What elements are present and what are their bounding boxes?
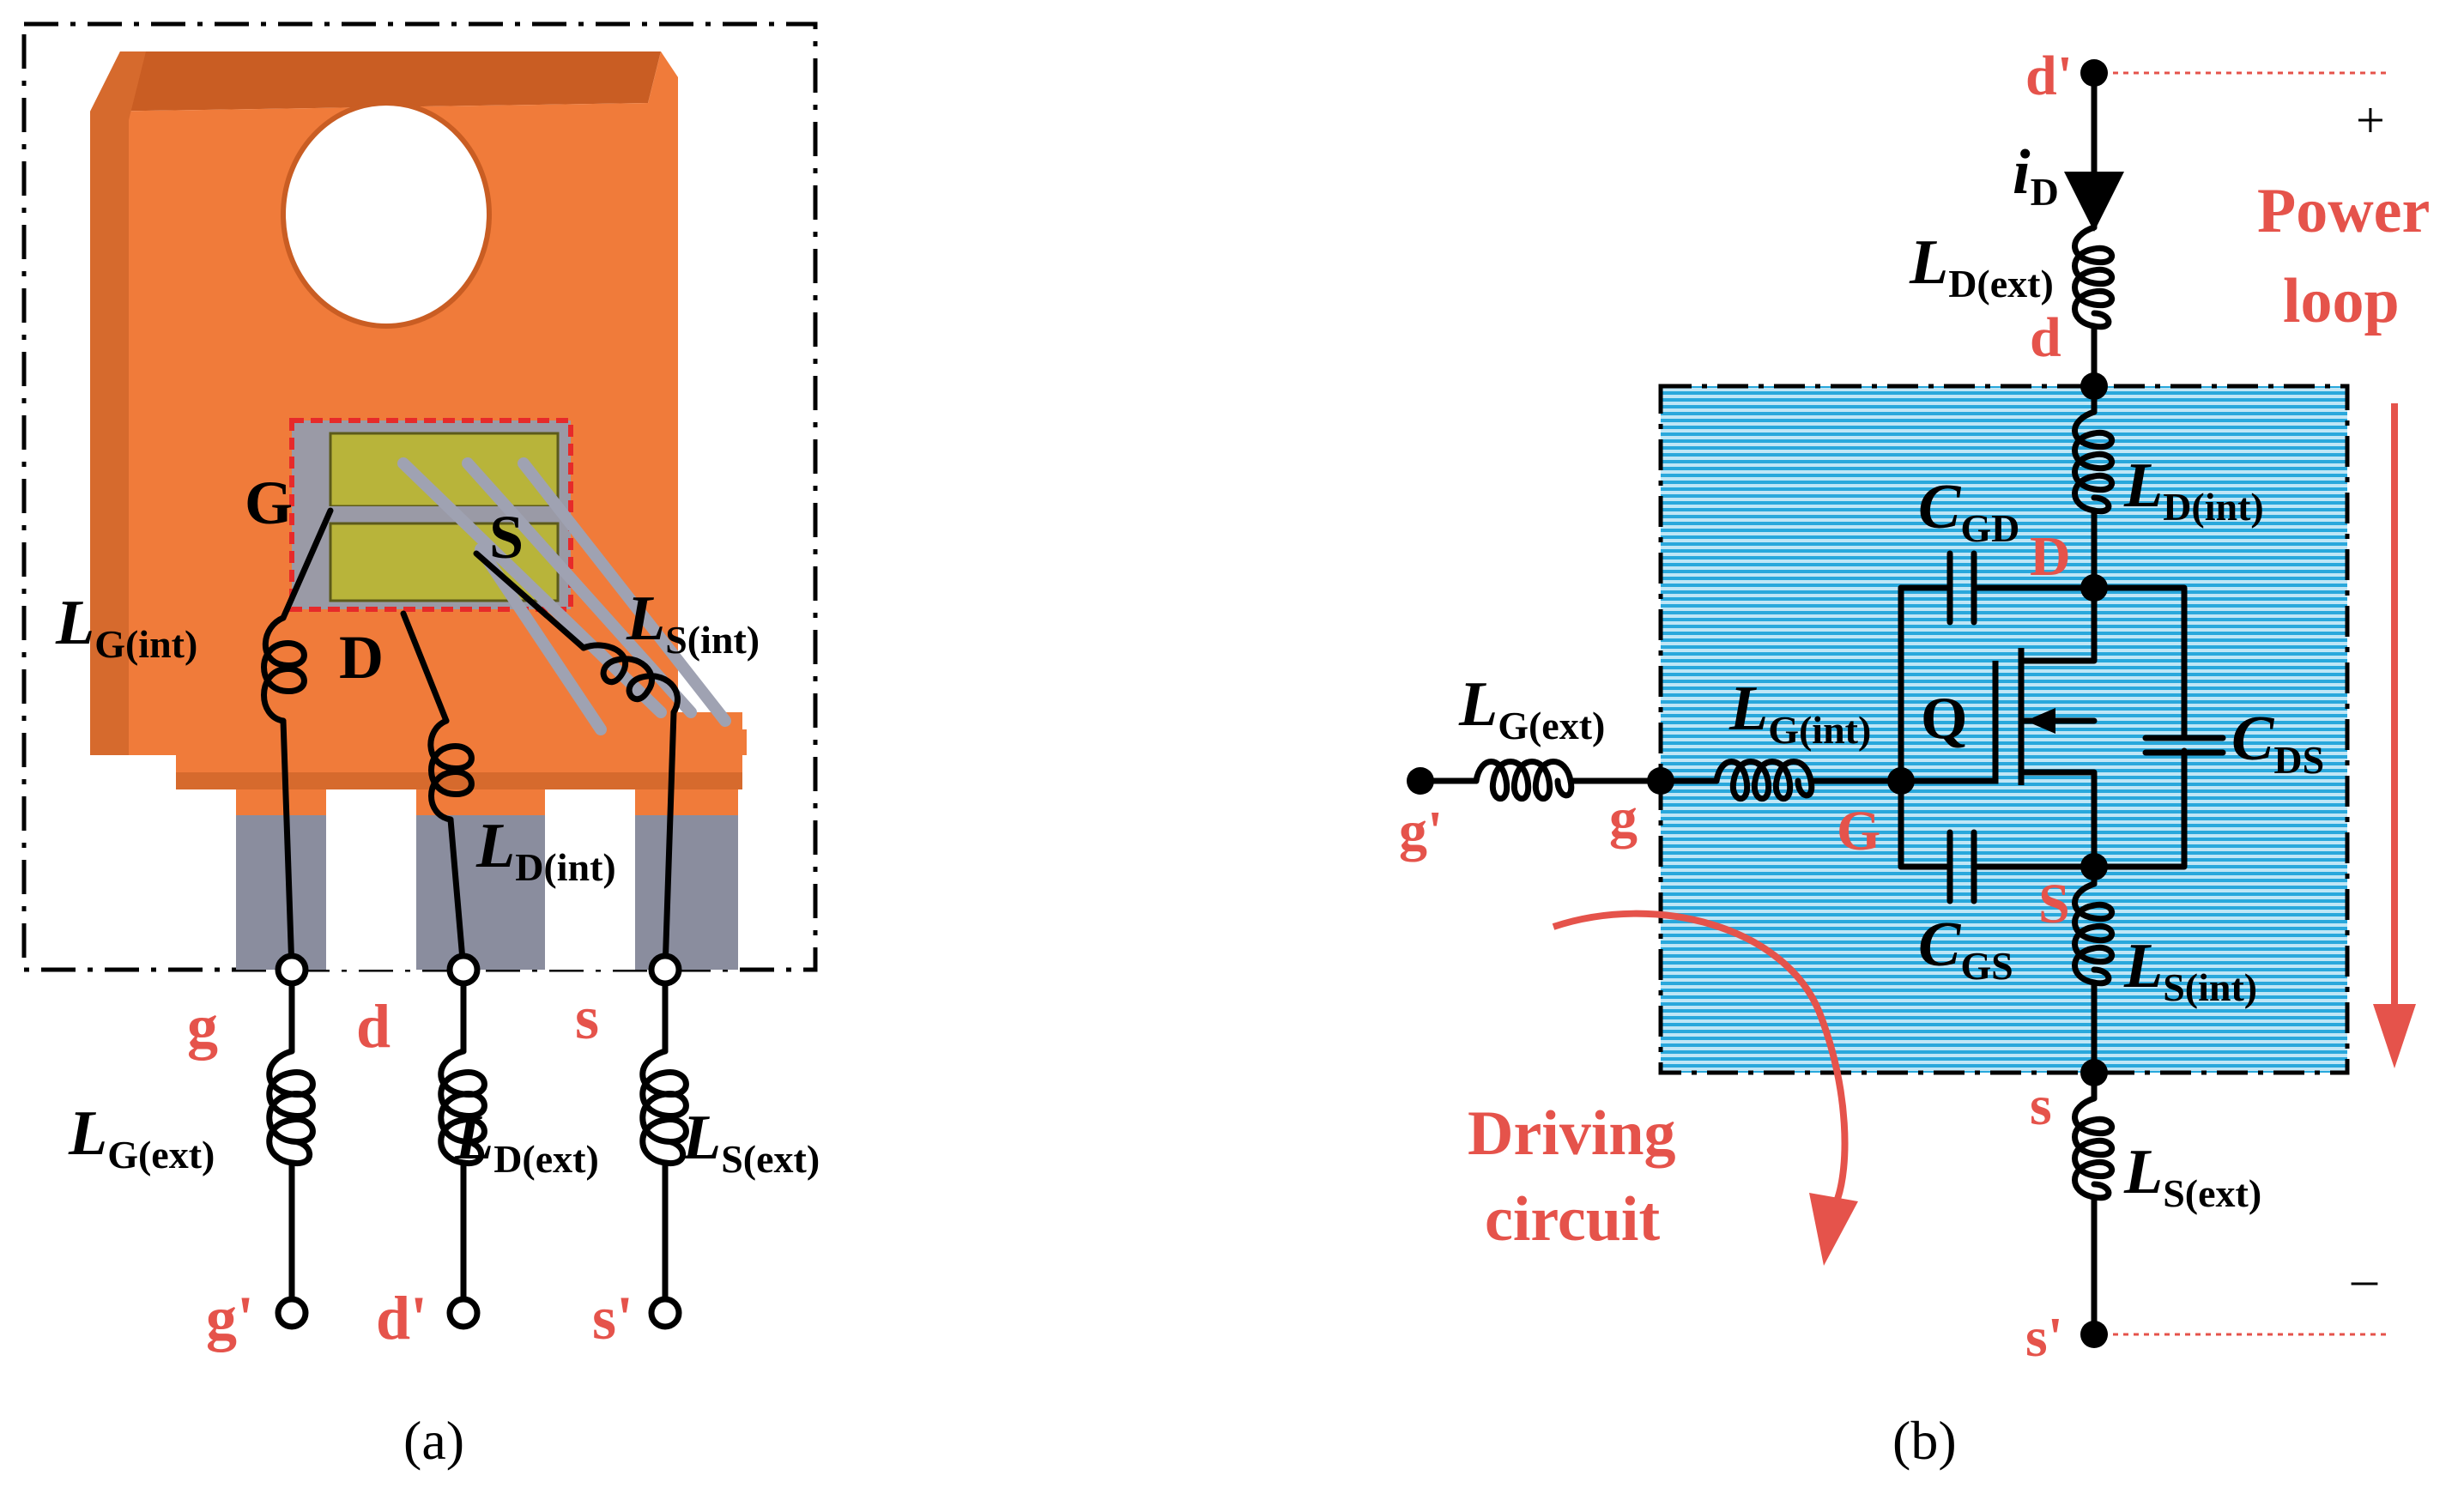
- label-lg-int: LG(int): [1728, 674, 1871, 752]
- panel-a-wiring: [261, 507, 681, 973]
- label-ld-int: LD(int): [2123, 451, 2264, 529]
- label-node-s: s: [2030, 1074, 2052, 1137]
- label-ld-ext: LD(ext): [1909, 227, 2054, 305]
- label-term-s: s: [575, 983, 599, 1052]
- node-d-prime: [2080, 59, 2108, 87]
- bond-wires: [397, 457, 731, 735]
- lg-ext-coil: [266, 1048, 316, 1167]
- package-boundary: [21, 21, 818, 972]
- drain-wire: [400, 610, 450, 724]
- label-ls-ext: LS(ext): [681, 1103, 820, 1181]
- terminal-d: [446, 953, 481, 987]
- die-pin-g: G: [245, 469, 293, 537]
- terminal-g: [275, 953, 309, 987]
- gate-wire: [280, 507, 334, 621]
- ld-ext-coil: [438, 1048, 487, 1167]
- ls-ext-coil: [639, 1048, 689, 1167]
- terminal-d-prime: [446, 1296, 481, 1330]
- caption-a: (a): [403, 1410, 464, 1471]
- label-driving-1: Driving: [1468, 1098, 1676, 1169]
- source-wire: [473, 550, 587, 651]
- label-node-G: G: [1837, 800, 1880, 862]
- label-term-g: g: [187, 992, 218, 1061]
- lg-ext-coil: [1473, 759, 1575, 802]
- ld-ext-coil: [2072, 224, 2116, 330]
- lg-int-coil: [261, 614, 307, 724]
- mosfet-q: [1901, 648, 2055, 785]
- label-node-s-prime: s': [2025, 1306, 2063, 1369]
- label-ld-int: LD(int): [475, 811, 616, 889]
- label-node-g: g: [1609, 787, 1638, 850]
- label-ls-int: LS(int): [2123, 931, 2257, 1009]
- die-highlight: [289, 418, 573, 612]
- terminal-s: [648, 953, 682, 987]
- terminal-g-prime: [275, 1296, 309, 1330]
- label-node-g-prime: g': [1399, 800, 1443, 862]
- panel-a-terminals: [275, 953, 682, 1330]
- driving-circuit-arrow: [1552, 910, 1858, 1266]
- node-s-prime: [2080, 1321, 2108, 1348]
- ld-int-coil: [427, 717, 475, 823]
- label-node-S: S: [2038, 873, 2070, 935]
- die-pin-s: S: [489, 503, 524, 572]
- label-cgd: CGD: [1918, 472, 2019, 550]
- lg-int-coil: [1713, 759, 1815, 802]
- label-power-loop-1: Power: [2257, 176, 2430, 246]
- die-pin-d: D: [339, 623, 384, 692]
- label-lg-ext: LG(ext): [1458, 669, 1605, 747]
- panel-a: G S D LG(int) LS(int) LD(int) g d s LG(e…: [21, 21, 820, 1471]
- panel-b: d' + iD Power loop LD(ext) d LD(int) CGD…: [1399, 45, 2430, 1471]
- node-s: [2080, 1059, 2108, 1086]
- label-power-loop-2: loop: [2283, 266, 2400, 336]
- mosfet-arrow: [2025, 708, 2055, 734]
- node-g-prime: [1407, 767, 1434, 795]
- label-ls-int: LS(int): [626, 584, 760, 662]
- label-lg-ext: LG(ext): [68, 1098, 215, 1176]
- label-node-d: d: [2030, 306, 2061, 369]
- caption-b: (b): [1892, 1410, 1957, 1471]
- label-cgs: CGS: [1918, 910, 2013, 988]
- label-driving-2: circuit: [1485, 1184, 1660, 1255]
- ls-int-coil: [580, 642, 681, 716]
- label-ls-ext: LS(ext): [2123, 1137, 2261, 1215]
- node-d: [2080, 372, 2108, 400]
- node-dots: [1407, 59, 2108, 1348]
- label-q: Q: [1921, 686, 1967, 752]
- node-S: [2080, 853, 2108, 880]
- node-D: [2080, 574, 2108, 602]
- label-term-g-prime: g': [206, 1284, 254, 1352]
- label-minus: –: [2351, 1250, 2378, 1307]
- ls-ext-coil: [2072, 1095, 2116, 1201]
- label-term-s-prime: s': [592, 1284, 633, 1352]
- node-G: [1887, 767, 1915, 795]
- ld-int-coil: [2072, 408, 2116, 515]
- node-g: [1647, 767, 1674, 795]
- label-plus: +: [2356, 92, 2385, 148]
- to220-package: [90, 51, 747, 970]
- power-loop-arrow: [2373, 403, 2416, 1068]
- label-current: iD: [2013, 137, 2059, 214]
- label-node-d-prime: d': [2025, 45, 2073, 107]
- label-node-D: D: [2030, 525, 2071, 588]
- terminal-s-prime: [648, 1296, 682, 1330]
- ls-int-coil: [2072, 880, 2116, 987]
- label-term-d: d: [356, 992, 390, 1061]
- label-cds: CDS: [2231, 704, 2324, 782]
- label-term-d-prime: d': [376, 1284, 427, 1352]
- mounting-hole: [281, 100, 492, 329]
- label-lg-int: LG(int): [55, 588, 197, 666]
- label-ld-ext: LD(ext): [454, 1103, 599, 1181]
